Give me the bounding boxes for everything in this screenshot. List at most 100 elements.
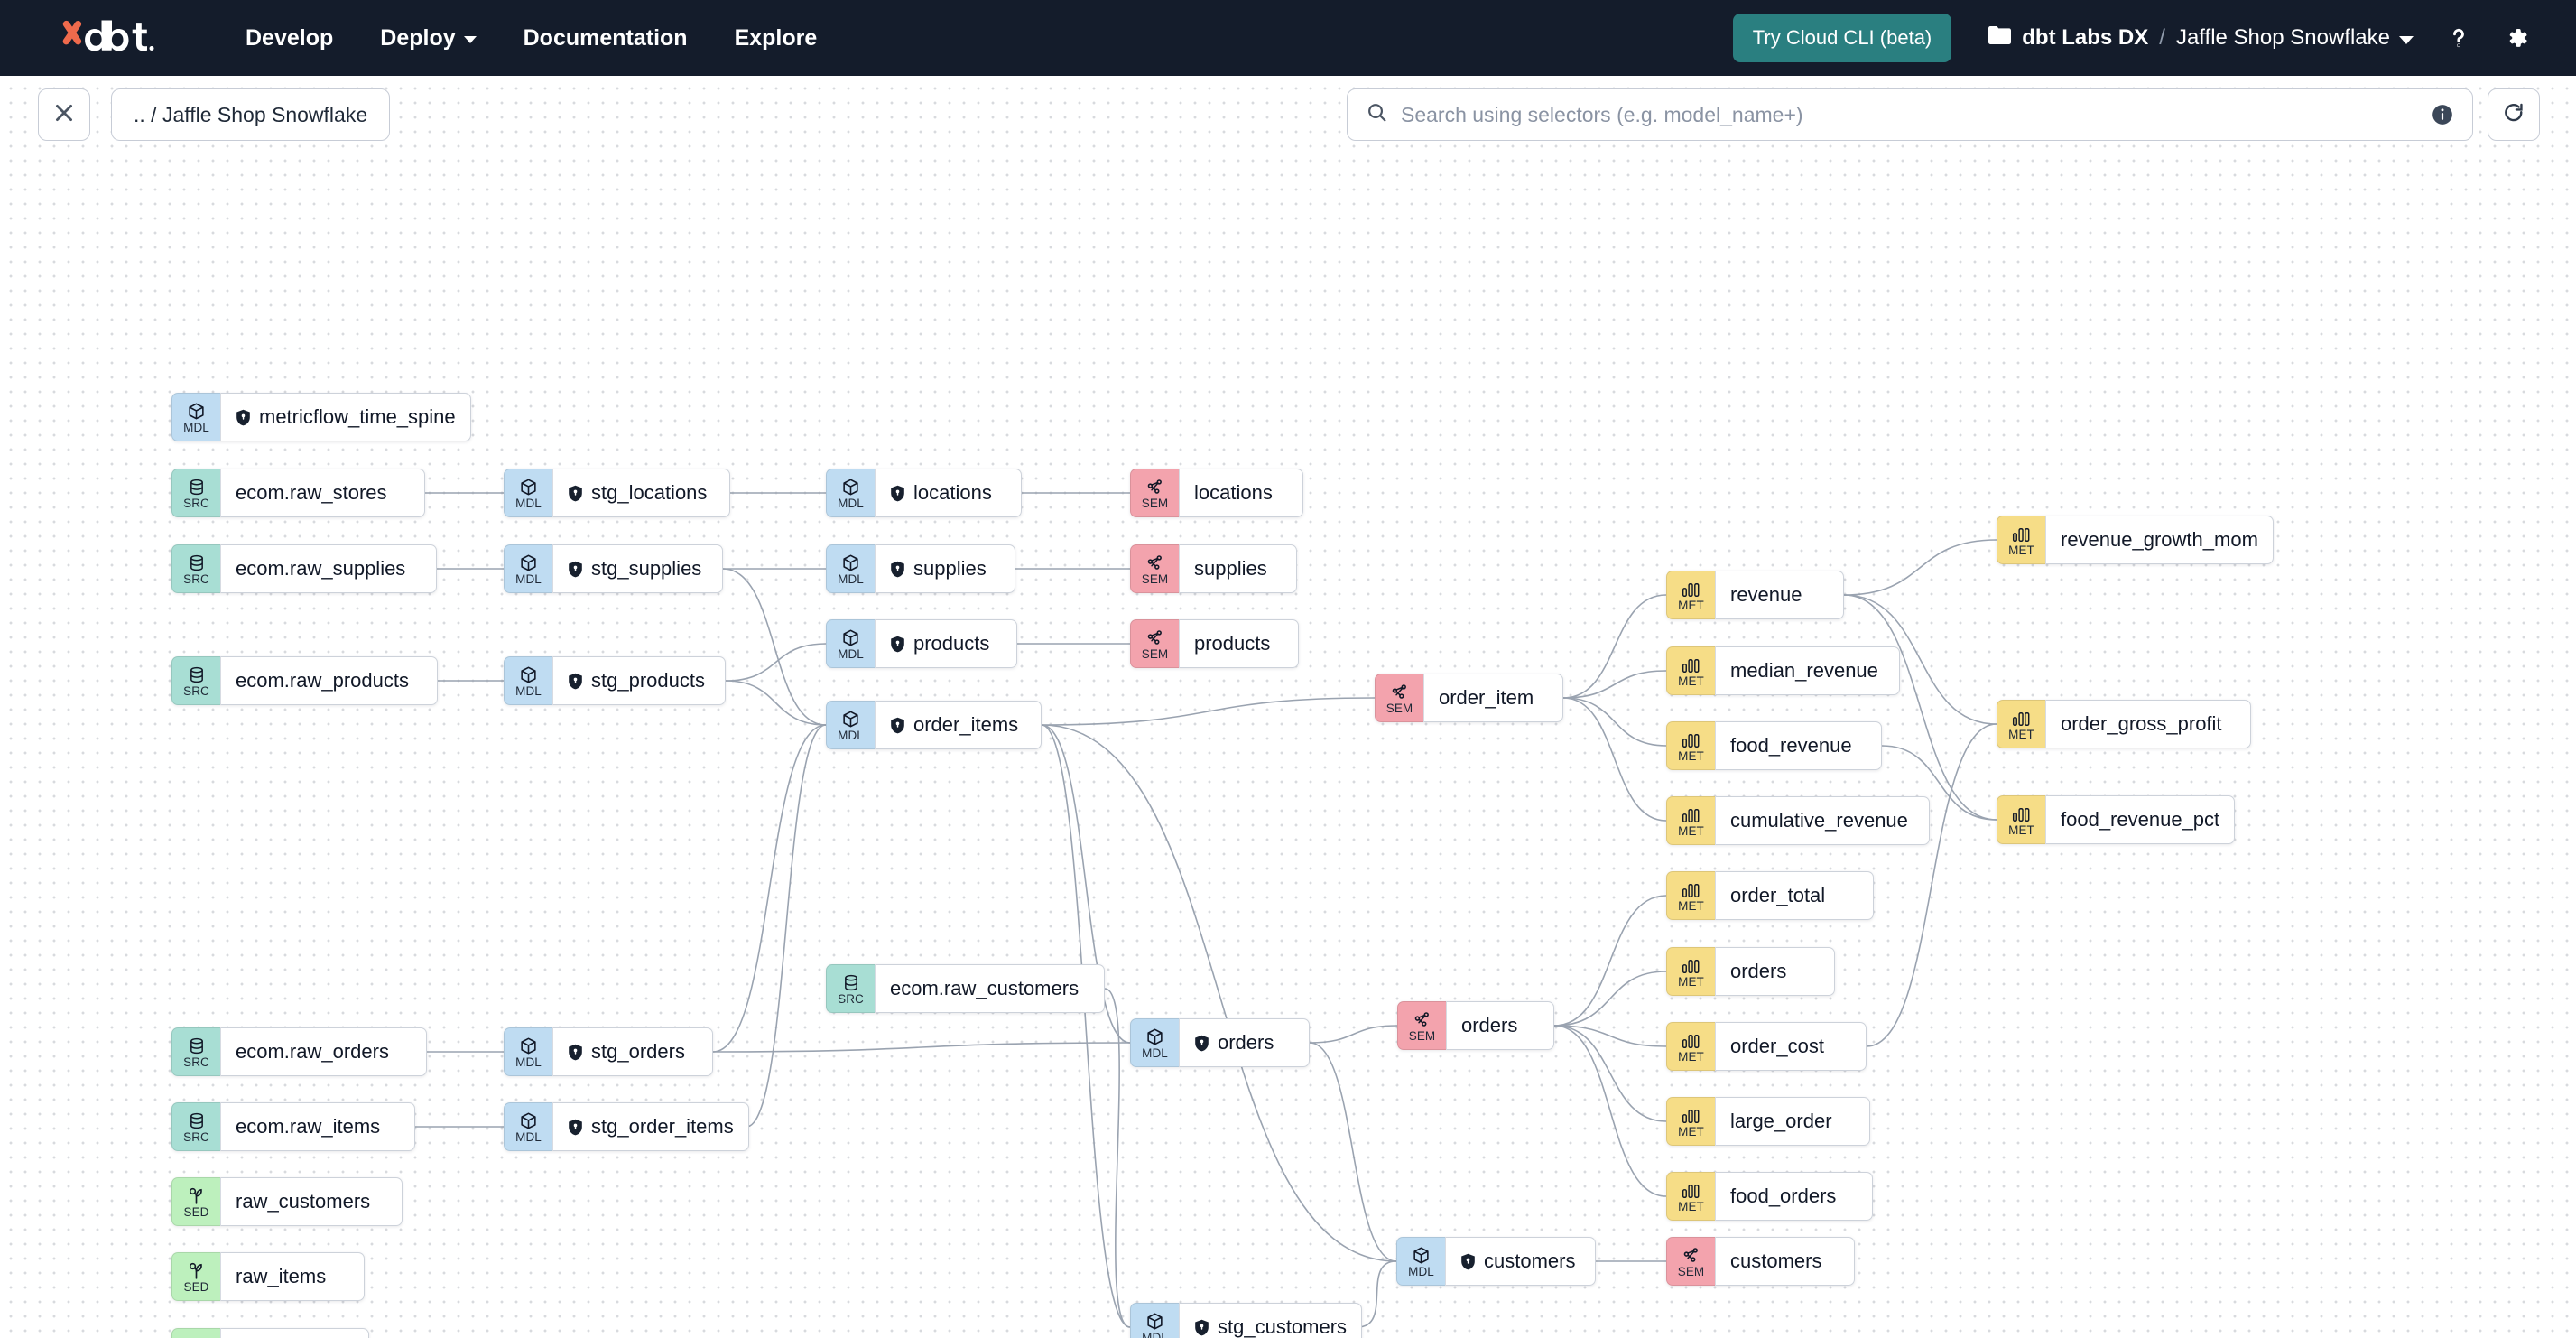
database-icon	[188, 1036, 206, 1055]
node-type-badge-mdl: MDL	[826, 469, 875, 517]
search-input[interactable]	[1401, 102, 2431, 127]
node-body: ecom.raw_orders	[220, 1027, 427, 1076]
breadcrumb[interactable]: .. / Jaffle Shop Snowflake	[111, 88, 391, 141]
nav-link-documentation[interactable]: Documentation	[500, 16, 711, 60]
node-type-abbr: SEM	[1141, 496, 1169, 510]
node-type-badge-sed: SED	[171, 1328, 220, 1338]
graph-node-orders_mdl[interactable]: MDL orders	[1130, 1018, 1310, 1067]
node-body: locations	[875, 469, 1022, 517]
shield-check-icon	[1194, 1035, 1209, 1052]
node-body: revenue	[1715, 571, 1844, 619]
lineage-edge	[1104, 988, 1131, 1328]
node-type-abbr: MET	[1678, 748, 1704, 763]
cube-icon	[841, 627, 860, 647]
node-type-badge-met: MET	[1666, 947, 1715, 996]
node-body: raw_customers	[220, 1177, 403, 1226]
node-body: products	[1179, 619, 1299, 668]
bar-chart-icon	[1682, 1030, 1701, 1050]
node-type-abbr: MDL	[1142, 1045, 1168, 1060]
node-label: locations	[1194, 481, 1273, 504]
node-body: raw_items	[220, 1252, 365, 1301]
dbt-logo[interactable]	[52, 16, 171, 60]
node-label: stg_order_items	[591, 1115, 734, 1138]
node-label: food_orders	[1730, 1185, 1837, 1207]
node-label: order_items	[913, 713, 1019, 736]
project-selector[interactable]: Jaffle Shop Snowflake	[2176, 25, 2414, 51]
lineage-edge	[1553, 1025, 1667, 1122]
node-type-badge-src: SRC	[171, 469, 220, 517]
node-label: order_cost	[1730, 1035, 1824, 1057]
lineage-edge	[725, 680, 827, 726]
node-type-badge-sem: SEM	[1666, 1237, 1715, 1286]
account-name[interactable]: dbt Labs DX	[2022, 25, 2149, 50]
node-label: orders	[1218, 1031, 1274, 1054]
node-body: ecom.raw_items	[220, 1102, 415, 1151]
cube-icon	[519, 1110, 538, 1130]
nav-link-explore[interactable]: Explore	[711, 16, 841, 60]
lineage-edge	[712, 1042, 1131, 1053]
info-icon[interactable]	[2431, 103, 2454, 126]
node-label: large_order	[1730, 1110, 1832, 1132]
shield-check-icon	[568, 1119, 583, 1136]
close-button[interactable]	[38, 88, 90, 141]
node-body: orders	[1715, 947, 1835, 996]
search-bar[interactable]	[1347, 88, 2473, 141]
node-type-badge-src: SRC	[171, 1027, 220, 1076]
node-type-badge-met: MET	[1666, 721, 1715, 770]
graph-node-sem_locations[interactable]: SEM locations	[1130, 469, 1303, 517]
nav-link-deploy[interactable]: Deploy	[357, 16, 499, 60]
help-button[interactable]	[2439, 18, 2479, 58]
nav-link-develop[interactable]: Develop	[222, 16, 357, 60]
node-type-abbr: MET	[1678, 898, 1704, 913]
try-cloud-cli-button[interactable]: Try Cloud CLI (beta)	[1732, 14, 1952, 62]
shield-check-icon	[890, 717, 905, 734]
settings-gear-button[interactable]	[2497, 18, 2536, 58]
node-label: orders	[1461, 1014, 1518, 1036]
node-body: ecom.raw_stores	[220, 469, 425, 517]
refresh-button[interactable]	[2488, 88, 2540, 141]
node-label: stg_supplies	[591, 557, 702, 580]
node-label: cumulative_revenue	[1730, 809, 1908, 832]
cube-icon	[1412, 1245, 1431, 1265]
node-type-abbr: MET	[2008, 543, 2034, 557]
